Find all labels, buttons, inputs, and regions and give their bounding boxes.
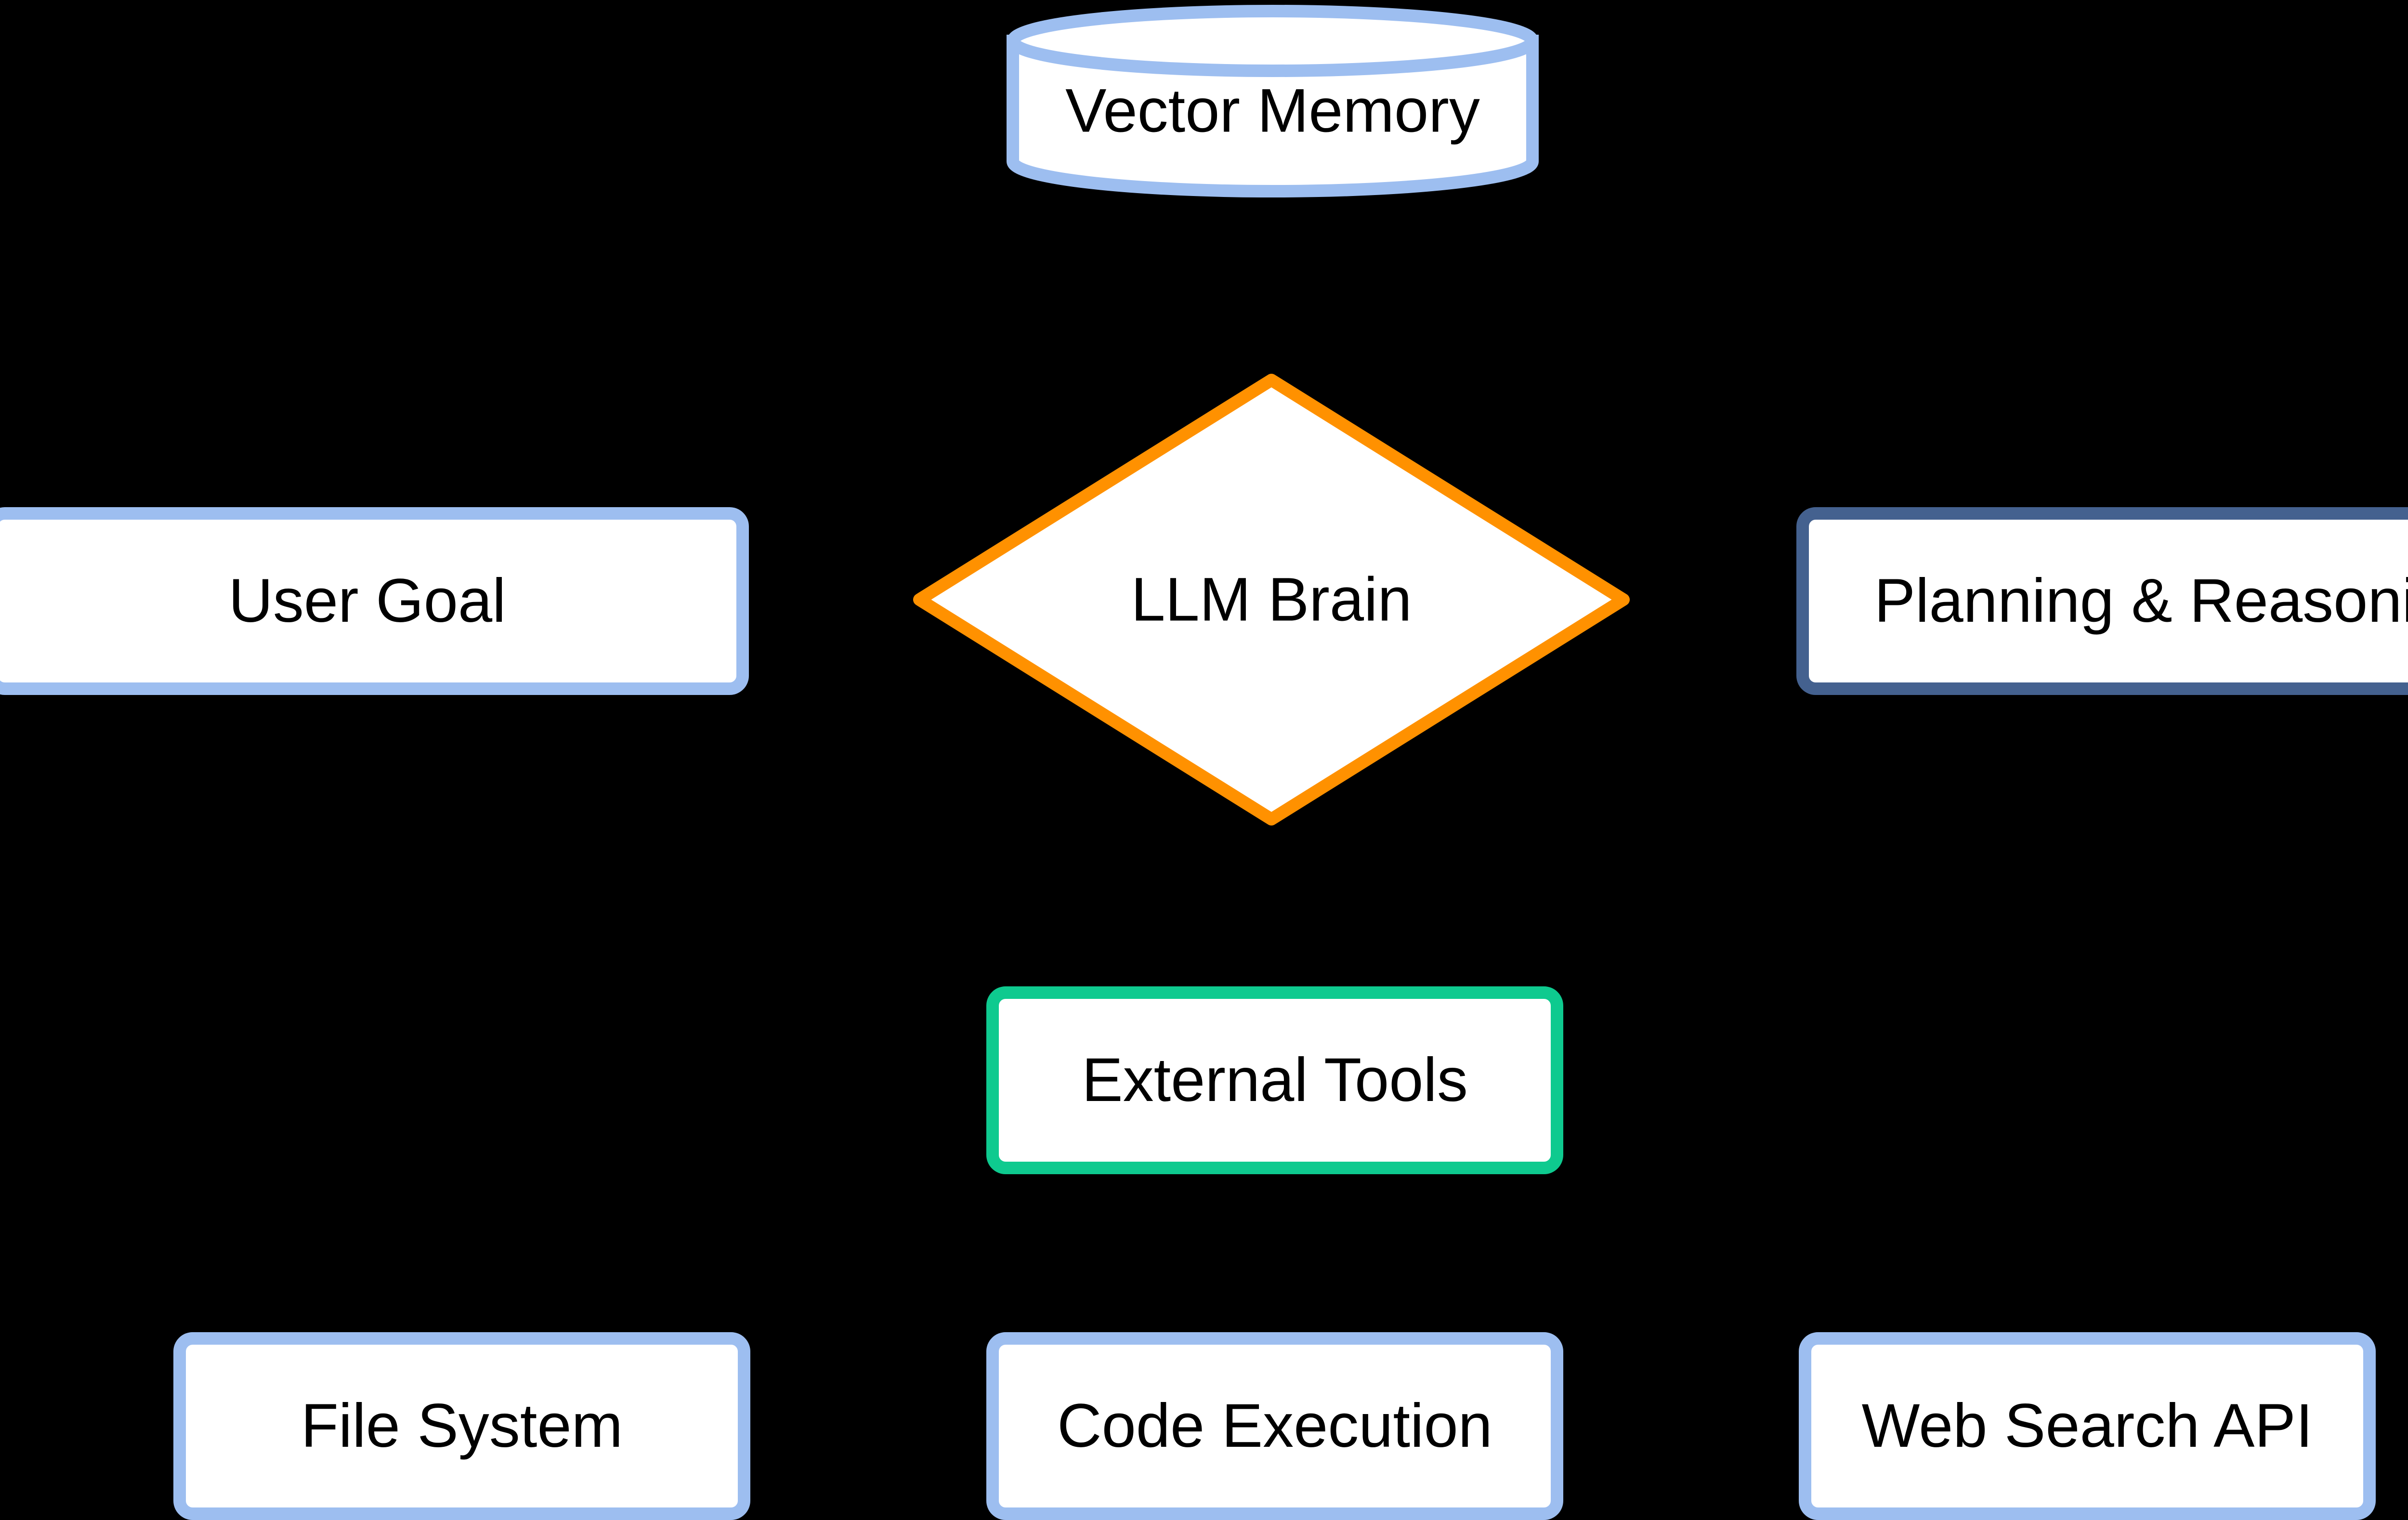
edge-tools-websearch [1271, 1174, 2091, 1332]
node-vector-memory[interactable]: Vector Memory [1007, 5, 1539, 197]
node-label-web-search-api: Web Search API [1861, 1391, 2313, 1460]
node-label-planning-reasoning: Planning & Reasoning [1874, 566, 2408, 635]
node-label-vector-memory: Vector Memory [1065, 76, 1480, 145]
node-label-llm-brain: LLM Brain [1131, 565, 1412, 634]
node-web-search-api[interactable]: Web Search API [1799, 1332, 2376, 1520]
edge-tools-files [459, 1174, 1278, 1332]
diamond-shape [913, 374, 1630, 826]
node-label-user-goal: User Goal [228, 566, 506, 635]
node-user-goal[interactable]: User Goal [0, 507, 749, 695]
node-llm-brain[interactable]: LLM Brain [913, 373, 1630, 826]
node-file-system[interactable]: File System [173, 1332, 750, 1520]
cylinder-shape [1007, 5, 1539, 197]
node-planning-reasoning[interactable]: Planning & Reasoning [1796, 507, 2408, 695]
node-label-file-system: File System [301, 1391, 623, 1460]
node-code-execution[interactable]: Code Execution [986, 1332, 1563, 1520]
node-external-tools[interactable]: External Tools [986, 986, 1563, 1174]
node-label-external-tools: External Tools [1082, 1045, 1468, 1114]
node-label-code-execution: Code Execution [1057, 1391, 1492, 1460]
